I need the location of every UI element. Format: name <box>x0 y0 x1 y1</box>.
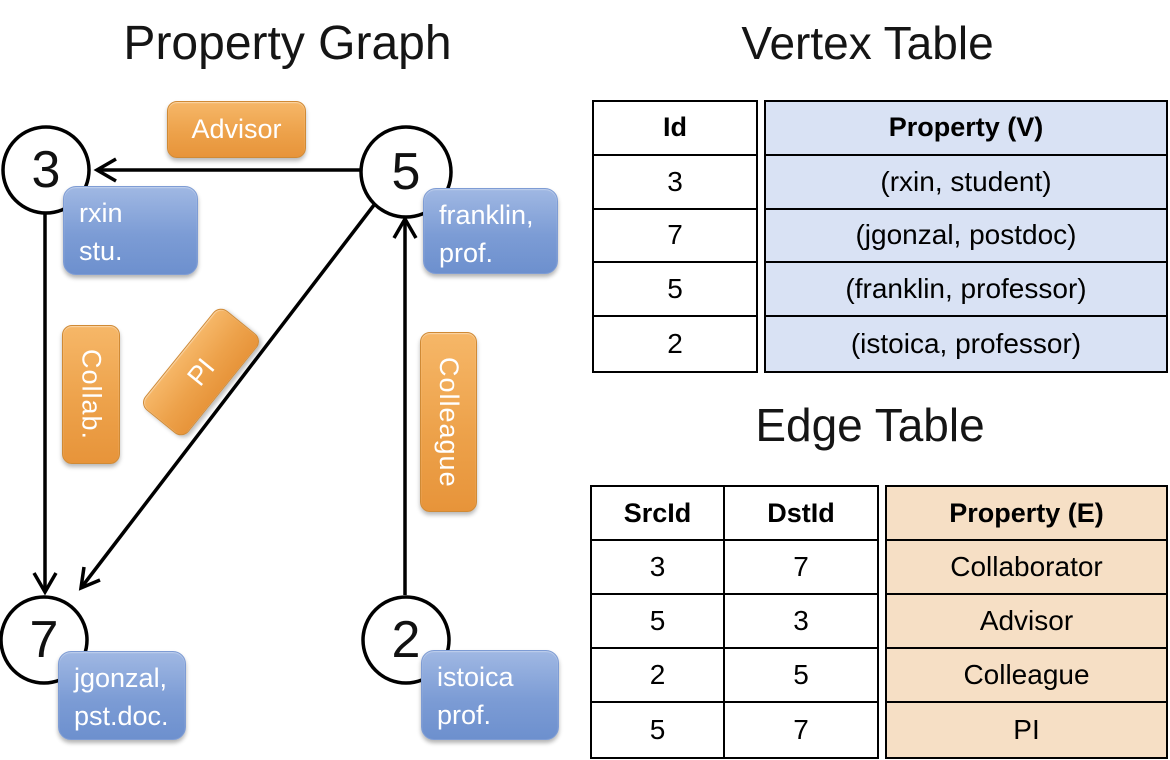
vertex-table-id-header: Id <box>594 102 756 156</box>
edge-table: SrcId DstId 3 7 5 3 2 5 5 7 Property (E)… <box>590 485 1168 759</box>
node-id-2: 2 <box>391 611 421 669</box>
node-id-7: 7 <box>29 611 59 669</box>
edge-table-property-header: Property (E) <box>887 487 1166 541</box>
node-id-3: 3 <box>31 141 61 199</box>
vertex-table-property-cell: (istoica, professor) <box>850 328 1082 360</box>
arrowhead-colleague <box>392 215 418 239</box>
edge-table-srcid-cell: 2 <box>592 649 725 703</box>
vertex-label-jgonzal-line2: pst.doc. <box>74 701 169 732</box>
edge-label-collab-text: Collab. <box>76 348 107 441</box>
vertex-label-franklin: franklin, prof. <box>423 188 558 274</box>
edge-table-srcid-cell: 5 <box>592 595 725 649</box>
vertex-table-title: Vertex Table <box>741 17 994 69</box>
edge-table-dstid-cell: 5 <box>725 649 877 703</box>
vertex-table-id-column: Id 3 7 5 2 <box>592 100 758 373</box>
vertex-label-rxin: rxin stu. <box>63 186 198 275</box>
vertex-table-property-cell: (jgonzal, postdoc) <box>766 210 1166 264</box>
edge-table-property-cell: Collaborator <box>887 541 1166 595</box>
vertex-label-franklin-line2: prof. <box>439 238 494 269</box>
vertex-label-istoica: istoica prof. <box>421 650 559 740</box>
edge-table-srcid-header: SrcId <box>592 487 725 541</box>
edge-table-dstid-header: DstId <box>725 487 877 541</box>
edge-label-collab: Collab. <box>62 325 120 464</box>
edge-table-property-cell: Advisor <box>887 595 1166 649</box>
vertex-label-franklin-line1: franklin, <box>439 200 534 230</box>
vertex-label-jgonzal-line1: jgonzal, <box>74 663 168 693</box>
edge-table-title: Edge Table <box>755 399 985 451</box>
edge-table-src-dst-columns: SrcId DstId 3 7 5 3 2 5 5 7 <box>590 485 879 759</box>
edge-table-dstid-cell: 3 <box>725 595 877 649</box>
vertex-label-istoica-line2: prof. <box>437 700 492 731</box>
vertex-table-id-cell: 7 <box>594 210 756 264</box>
edge-label-pi-text: PI <box>180 352 221 392</box>
vertex-label-rxin-line2: stu. <box>79 236 123 267</box>
vertex-table-id-cell: 2 <box>667 328 683 360</box>
arrowhead-collab <box>32 572 58 596</box>
arrowhead-pi <box>78 566 101 591</box>
node-id-5: 5 <box>391 143 421 201</box>
vertex-table-property-column: Property (V) (rxin, student) (jgonzal, p… <box>764 100 1168 373</box>
vertex-table-property-cell: (franklin, professor) <box>766 263 1166 318</box>
edge-table-dstid-cell: 7 <box>725 541 877 595</box>
vertex-label-istoica-line1: istoica <box>437 662 514 692</box>
edge-table-srcid-cell: 3 <box>592 541 725 595</box>
edge-table-property-column: Property (E) Collaborator Advisor Collea… <box>885 485 1168 759</box>
property-graph-title: Property Graph <box>123 17 452 70</box>
edge-label-advisor: Advisor <box>167 101 306 158</box>
vertex-table-property-header: Property (V) <box>766 102 1166 156</box>
edge-line-pi <box>79 203 376 590</box>
edge-table-dstid-cell: 7 <box>793 714 809 745</box>
vertex-table: Id 3 7 5 2 Property (V) (rxin, student) … <box>592 100 1168 373</box>
edge-label-colleague: Colleague <box>420 332 477 512</box>
edge-table-property-cell: Colleague <box>887 649 1166 703</box>
edge-label-colleague-text: Colleague <box>434 356 464 488</box>
edge-table-srcid-cell: 5 <box>592 703 725 757</box>
vertex-label-rxin-line1: rxin <box>79 198 123 228</box>
vertex-label-jgonzal: jgonzal, pst.doc. <box>58 651 186 740</box>
arrowhead-advisor <box>93 157 117 183</box>
vertex-table-id-cell: 5 <box>594 263 756 318</box>
edge-table-property-cell: PI <box>1013 714 1040 745</box>
vertex-table-property-cell: (rxin, student) <box>766 156 1166 210</box>
vertex-table-id-cell: 3 <box>594 156 756 210</box>
edge-label-advisor-text: Advisor <box>191 114 282 144</box>
